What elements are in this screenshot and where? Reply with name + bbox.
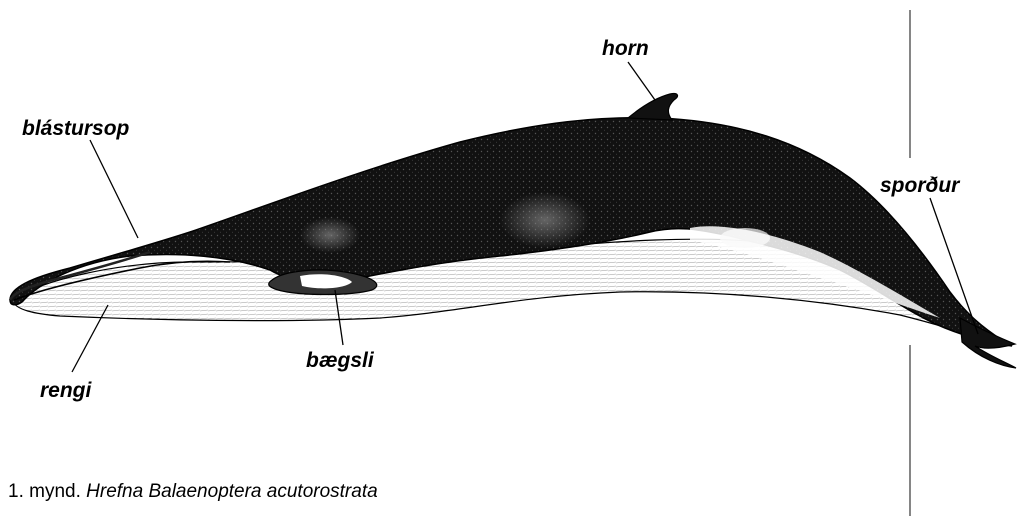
tail-fluke [960,318,1016,368]
caption-number: 1. mynd. [8,481,81,502]
label-spordur: sporður [880,175,959,196]
figure-caption: 1. mynd. Hrefna Balaenoptera acutorostra… [8,482,378,501]
flank-shading [500,192,590,248]
label-horn: horn [602,38,649,59]
leader-blastursop [90,140,138,238]
caption-name: Hrefna Balaenoptera acutorostrata [86,481,378,502]
leader-horn [628,62,655,100]
flank-shading-2 [300,217,360,253]
label-baegsli: bægsli [306,350,374,371]
label-blastursop: blástursop [22,118,129,139]
label-rengi: rengi [40,380,91,401]
